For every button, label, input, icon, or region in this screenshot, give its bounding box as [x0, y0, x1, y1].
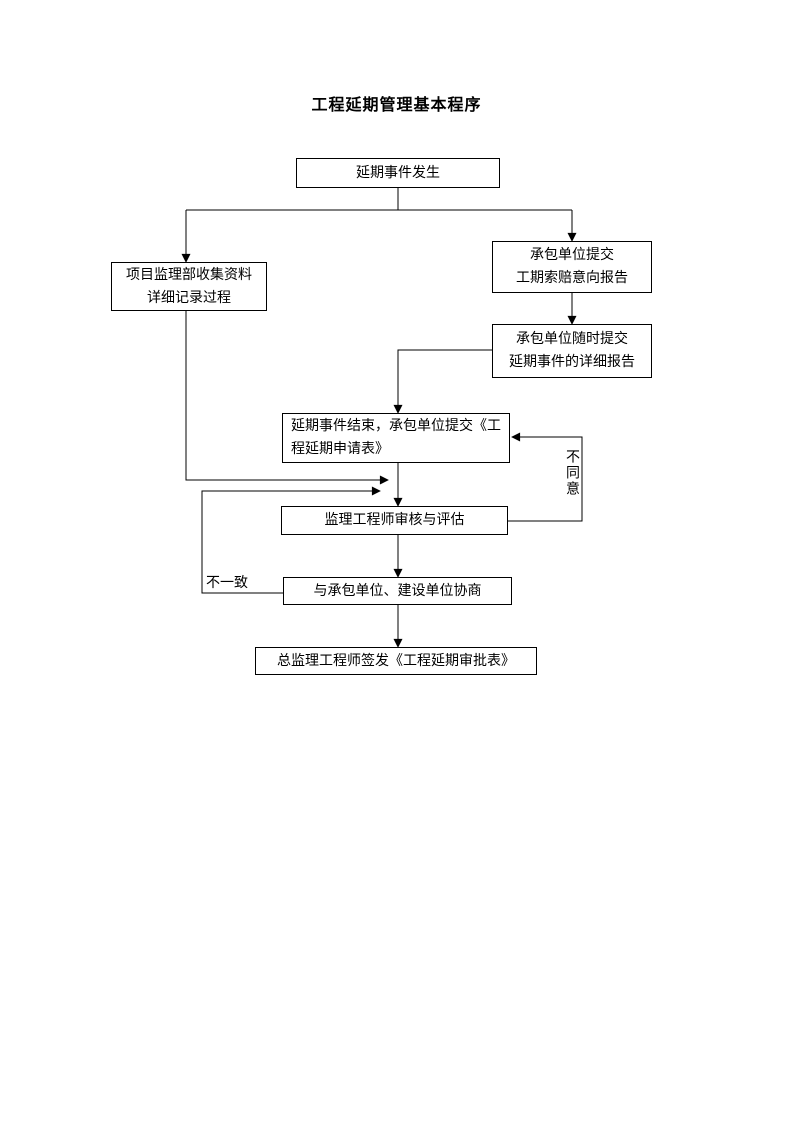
node-delay-application-form: 延期事件结束，承包单位提交《工 程延期申请表》 [282, 413, 510, 463]
page-title: 工程延期管理基本程序 [311, 97, 482, 114]
edge-detail-to-apply [393, 349, 492, 414]
node-text: 详细记录过程 [147, 290, 231, 306]
edge-collect-to-review [185, 311, 389, 485]
node-text: 承包单位随时提交 [516, 332, 628, 347]
node-text: 监理工程师审核与评估 [324, 513, 465, 528]
node-text: 延期事件结束，承包单位提交《工 [291, 419, 501, 434]
node-claim-intent-report: 承包单位提交 工期索赔意向报告 [492, 241, 652, 293]
edge-disagree-loop [508, 432, 583, 522]
node-text: 程延期申请表》 [291, 442, 389, 457]
node-delay-event-occurs: 延期事件发生 [296, 158, 500, 188]
node-text: 与承包单位、建设单位协商 [313, 583, 482, 599]
node-text: 工期索赔意向报告 [516, 271, 628, 286]
node-text: 总监理工程师签发《工程延期审批表》 [277, 653, 515, 669]
edge-label-inconsistent: 不一致 [206, 572, 248, 592]
node-text: 延期事件发生 [356, 165, 440, 181]
node-negotiate-with-units: 与承包单位、建设单位协商 [283, 577, 512, 605]
node-detailed-delay-report: 承包单位随时提交 延期事件的详细报告 [492, 324, 652, 378]
node-text: 承包单位提交 [530, 248, 614, 263]
edge-label-disagree: 不同意 [561, 449, 581, 501]
node-engineer-review-evaluate: 监理工程师审核与评估 [281, 506, 508, 535]
node-text: 延期事件的详细报告 [509, 355, 635, 370]
node-supervision-collects-records: 项目监理部收集资料 详细记录过程 [111, 262, 267, 311]
node-issue-approval-form: 总监理工程师签发《工程延期审批表》 [255, 647, 537, 675]
edge-inconsistent-loop [201, 486, 381, 594]
node-text: 项目监理部收集资料 [126, 267, 252, 283]
